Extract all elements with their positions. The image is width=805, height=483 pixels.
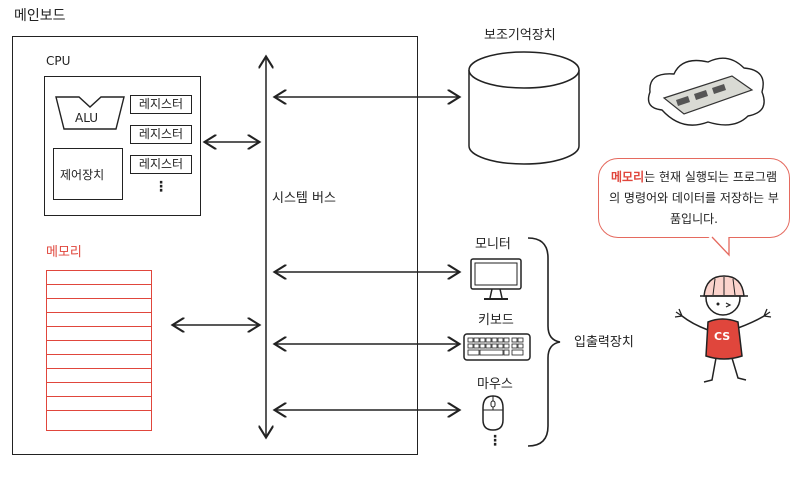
alu-label: ALU <box>75 111 99 125</box>
monitor-label: 모니터 <box>475 237 511 252</box>
storage-label: 보조기억장치 <box>484 28 556 43</box>
bubble-tail <box>708 236 732 258</box>
keyboard-icon <box>463 333 531 361</box>
memory-label: 메모리 <box>46 245 82 260</box>
bubble-text: 는 현재 실행되는 프로그램의 명령어와 데이터를 저장하는 부품입니다. <box>609 170 779 226</box>
ram-cloud-icon <box>647 57 765 126</box>
alu-shape <box>55 96 125 130</box>
monitor-icon <box>470 258 522 300</box>
io-group-label: 입출력장치 <box>574 335 634 350</box>
keyboard-label: 키보드 <box>478 313 514 328</box>
cpu-label: CPU <box>46 54 71 68</box>
register-2: 레지스터 <box>130 125 192 144</box>
mouse-label: 마우스 <box>477 377 513 392</box>
storage-cylinder-icon <box>468 51 580 165</box>
register-1: 레지스터 <box>130 95 192 114</box>
control-unit-label: 제어장치 <box>60 168 105 182</box>
register-3: 레지스터 <box>130 155 192 174</box>
control-unit-box <box>53 148 123 200</box>
bubble-highlight: 메모리 <box>610 170 645 184</box>
mouse-icon <box>482 395 504 431</box>
io-more: ⋮ <box>488 433 502 449</box>
character-badge: CS <box>714 330 731 343</box>
memory-block <box>46 270 152 431</box>
register-more: ⋮ <box>154 179 168 195</box>
io-brace <box>527 237 561 447</box>
cs-character-icon <box>674 275 772 383</box>
speech-bubble: 메모리는 현재 실행되는 프로그램의 명령어와 데이터를 저장하는 부품입니다. <box>598 158 790 238</box>
system-bus-label: 시스템 버스 <box>272 191 336 206</box>
mainboard-title: 메인보드 <box>14 8 66 24</box>
